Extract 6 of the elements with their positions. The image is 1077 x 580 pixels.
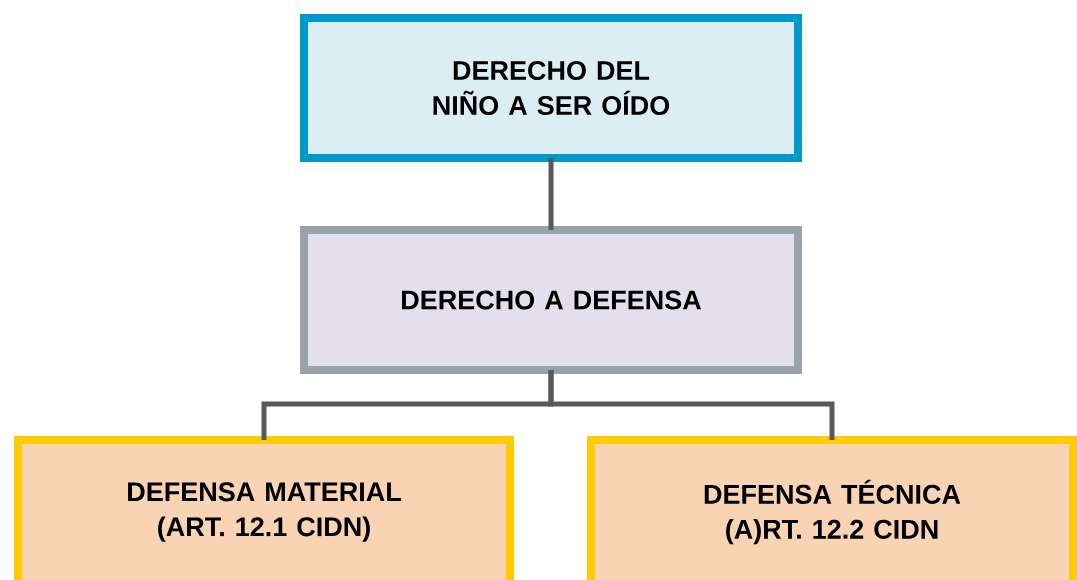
text-box: DEFENSA TÉCNICA (A)RT. 12.2 CIDN	[587, 436, 1077, 580]
text-box: DERECHO DEL NIÑO A SER OÍDO	[300, 14, 802, 162]
text-box: DERECHO A DEFENSA	[300, 226, 802, 374]
connector-line	[548, 158, 554, 230]
text-box: DEFENSA MATERIAL (ART. 12.1 CIDN)	[14, 436, 514, 580]
connector-line	[548, 370, 835, 440]
